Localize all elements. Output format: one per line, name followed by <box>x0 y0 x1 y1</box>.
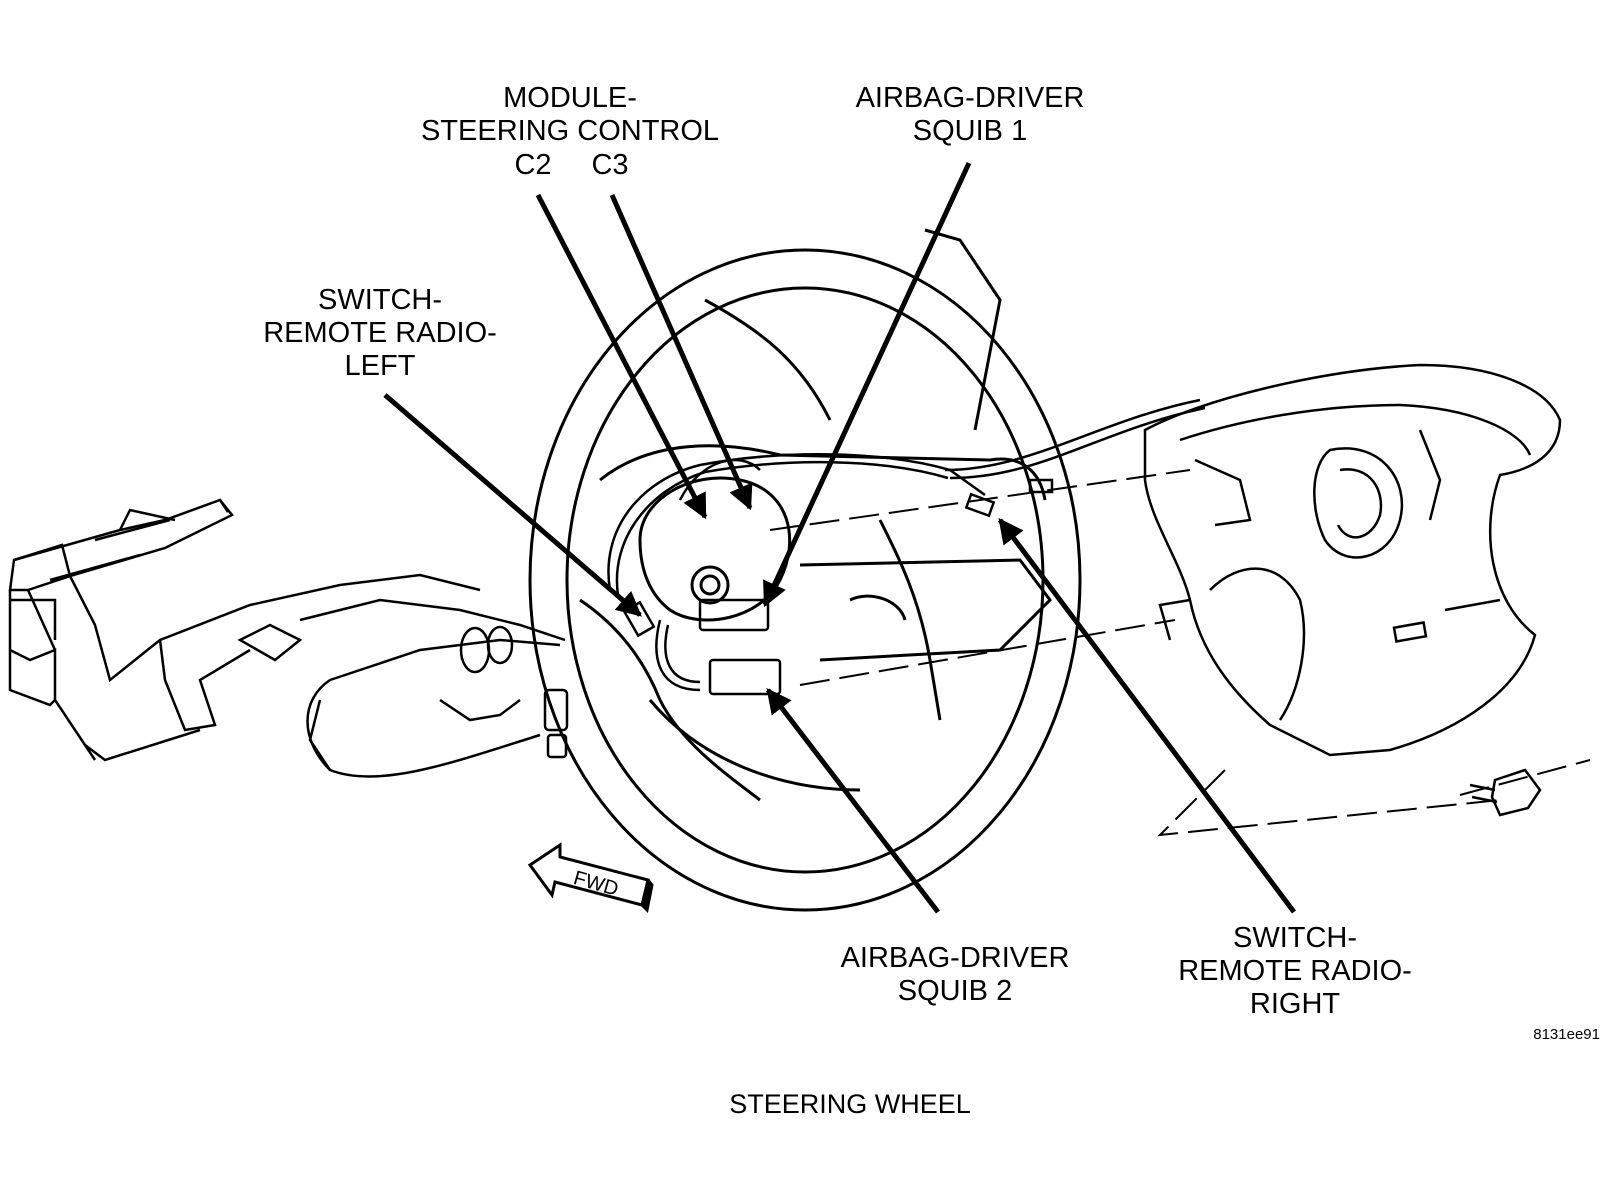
bolt-icon <box>1469 768 1542 817</box>
steering-column <box>8 498 569 778</box>
label-squib1-line2: SQUIB 1 <box>912 115 1028 147</box>
label-airbag-squib-2: AIRBAG-DRIVER SQUIB 2 <box>815 942 1095 1008</box>
label-connector-c2: C2 <box>514 149 552 181</box>
label-squib2-line2: SQUIB 2 <box>897 975 1013 1007</box>
airbag-module <box>1143 363 1562 757</box>
label-module-line1: MODULE- <box>503 82 637 114</box>
label-module-steering-control: MODULE- STEERING CONTROL <box>400 82 740 148</box>
fwd-arrow-icon <box>527 842 654 914</box>
leader-switch-left <box>383 393 642 617</box>
leader-switch-right <box>998 518 1296 914</box>
steering-wheel <box>528 228 1082 912</box>
label-switch-left-line1: SWITCH- <box>317 284 443 316</box>
diagram-caption: STEERING WHEEL <box>729 1089 971 1119</box>
label-airbag-squib-1: AIRBAG-DRIVER SQUIB 1 <box>830 82 1110 148</box>
label-switch-right-line1: SWITCH- <box>1232 922 1358 954</box>
label-squib2-line1: AIRBAG-DRIVER <box>840 942 1070 974</box>
label-module-line2: STEERING CONTROL <box>420 115 720 147</box>
label-connector-c3: C3 <box>591 149 629 181</box>
label-switch-right-line3: RIGHT <box>1249 988 1341 1020</box>
leader-arrows <box>383 161 1296 914</box>
leader-module-c3 <box>609 193 753 511</box>
leader-squib1 <box>762 161 972 608</box>
label-switch-remote-radio-left: SWITCH- REMOTE RADIO- LEFT <box>240 284 520 383</box>
figure-id: 8131ee91 <box>1533 1026 1600 1043</box>
label-switch-right-line2: REMOTE RADIO- <box>1178 955 1412 987</box>
label-switch-left-line2: REMOTE RADIO- <box>263 317 497 349</box>
label-squib1-line1: AIRBAG-DRIVER <box>855 82 1085 114</box>
alignment-lines <box>769 469 1591 837</box>
leader-squib2 <box>766 688 940 914</box>
wiring-harness <box>607 398 1206 696</box>
label-switch-left-line3: LEFT <box>344 350 416 382</box>
leader-module-c2 <box>535 193 708 520</box>
label-switch-remote-radio-right: SWITCH- REMOTE RADIO- RIGHT <box>1155 922 1435 1021</box>
